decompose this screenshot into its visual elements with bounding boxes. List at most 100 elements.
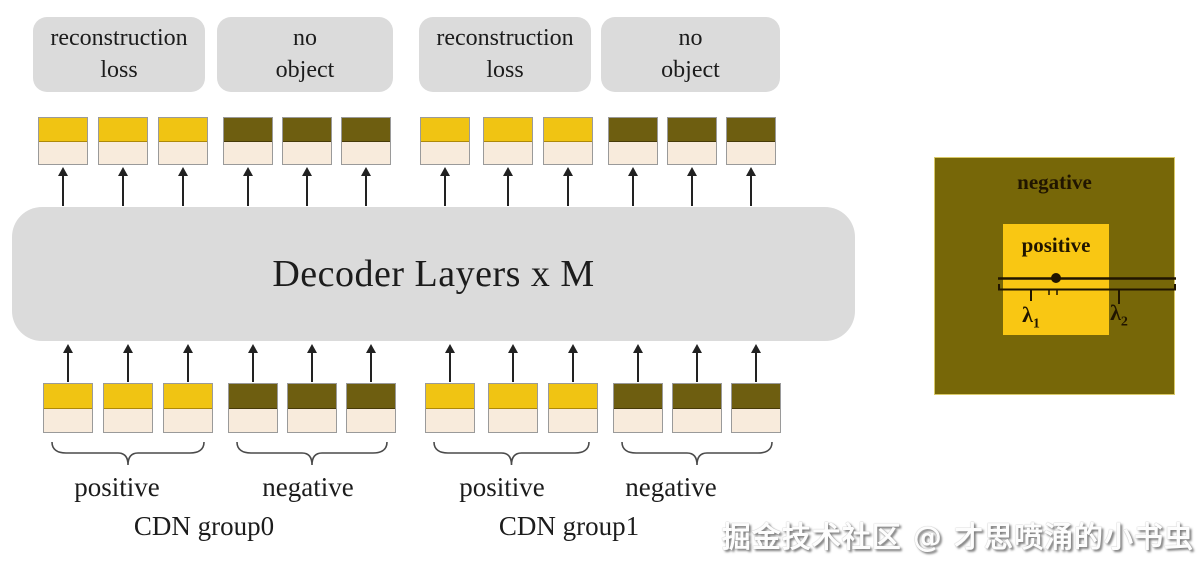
token-positive-part — [421, 118, 469, 142]
up-arrowhead — [302, 167, 312, 176]
up-arrowhead — [508, 344, 518, 353]
arrow-line — [444, 176, 446, 206]
arrow-line — [449, 353, 451, 382]
up-arrowhead — [307, 344, 317, 353]
token-negative-part — [342, 118, 390, 142]
group0-negative-label: negative — [262, 472, 354, 502]
up-arrow — [366, 344, 377, 382]
up-arrowhead — [183, 344, 193, 353]
group-underbrace — [236, 441, 388, 466]
token-positive-part — [426, 384, 474, 409]
up-arrowhead — [568, 344, 578, 353]
arrow-line — [67, 353, 69, 382]
token-embedding-part — [229, 408, 277, 432]
arrow-line — [370, 353, 372, 382]
negative-noise-region: negative positive λ1 λ2 — [934, 157, 1176, 395]
token-embedding-part — [288, 408, 336, 432]
up-arrowhead — [687, 167, 697, 176]
up-arrowhead — [563, 167, 573, 176]
token-embedding-part — [99, 141, 147, 164]
lambda1-label: λ1 — [1022, 304, 1040, 331]
group-underbrace — [621, 441, 773, 466]
up-arrowhead — [58, 167, 68, 176]
up-arrow — [302, 167, 313, 206]
lambda2-subscript: 2 — [1120, 314, 1128, 330]
token-embedding-part — [426, 408, 474, 432]
token-positive-part — [39, 118, 87, 142]
positive-region-label: positive — [1021, 233, 1091, 257]
up-arrowhead — [503, 167, 513, 176]
token-embedding-part — [544, 141, 592, 164]
token-positive-part — [489, 384, 537, 409]
loss-label-reconstruction-0: reconstruction loss — [33, 17, 205, 92]
lambda-measure-lines — [998, 273, 1176, 304]
token-embedding-part — [44, 408, 92, 432]
lambda2-label: λ2 — [1110, 302, 1128, 329]
negative-query-token — [346, 383, 396, 433]
negative-query-token — [667, 117, 717, 165]
gt-box-center-dot — [1051, 273, 1061, 283]
negative-query-token — [613, 383, 663, 433]
up-arrowhead — [366, 344, 376, 353]
up-arrowhead — [118, 167, 128, 176]
negative-query-token — [608, 117, 658, 165]
arrow-line — [567, 176, 569, 206]
negative-query-token — [282, 117, 332, 165]
token-embedding-part — [164, 408, 212, 432]
up-arrow — [508, 344, 519, 382]
group-underbrace — [51, 441, 205, 466]
group1-positive-label: positive — [459, 472, 545, 502]
lambda1-symbol: λ — [1022, 302, 1033, 327]
group1-negative-label: negative — [625, 472, 717, 502]
arrow-line — [247, 176, 249, 206]
positive-query-token — [163, 383, 213, 433]
up-arrow — [361, 167, 372, 206]
token-embedding-part — [283, 141, 331, 164]
lambda2-symbol: λ — [1110, 300, 1121, 325]
arrow-line — [187, 353, 189, 382]
token-positive-part — [549, 384, 597, 409]
token-embedding-part — [347, 408, 395, 432]
arrow-line — [311, 353, 313, 382]
up-arrow — [178, 167, 189, 206]
arrow-line — [512, 353, 514, 382]
up-arrow — [63, 344, 74, 382]
up-arrow — [692, 344, 703, 382]
arrow-line — [365, 176, 367, 206]
up-arrowhead — [123, 344, 133, 353]
token-negative-part — [224, 118, 272, 142]
token-embedding-part — [614, 408, 662, 432]
negative-query-token — [726, 117, 776, 165]
token-positive-part — [104, 384, 152, 409]
loss-label-no-object-1: no object — [601, 17, 780, 92]
group-underbrace — [433, 441, 590, 466]
up-arrow — [628, 167, 639, 206]
up-arrowhead — [746, 167, 756, 176]
token-embedding-part — [39, 141, 87, 164]
token-negative-part — [673, 384, 721, 409]
underbrace-path — [236, 441, 388, 466]
token-positive-part — [164, 384, 212, 409]
up-arrow — [243, 167, 254, 206]
positive-query-token — [43, 383, 93, 433]
negative-query-token — [223, 117, 273, 165]
positive-query-token — [103, 383, 153, 433]
cdn-group0-label: CDN group0 — [133, 511, 275, 541]
arrow-line — [750, 176, 752, 206]
loss-label-no-object-0: no object — [217, 17, 393, 92]
token-embedding-part — [421, 141, 469, 164]
decoder-layers-block: Decoder Layers x M — [12, 207, 855, 341]
up-arrowhead — [178, 167, 188, 176]
token-embedding-part — [732, 408, 780, 432]
positive-query-token — [543, 117, 593, 165]
arrow-line — [62, 176, 64, 206]
up-arrowhead — [63, 344, 73, 353]
token-negative-part — [288, 384, 336, 409]
up-arrowhead — [751, 344, 761, 353]
arrow-line — [182, 176, 184, 206]
up-arrowhead — [248, 344, 258, 353]
up-arrow — [746, 167, 757, 206]
up-arrow — [118, 167, 129, 206]
up-arrowhead — [445, 344, 455, 353]
token-negative-part — [229, 384, 277, 409]
